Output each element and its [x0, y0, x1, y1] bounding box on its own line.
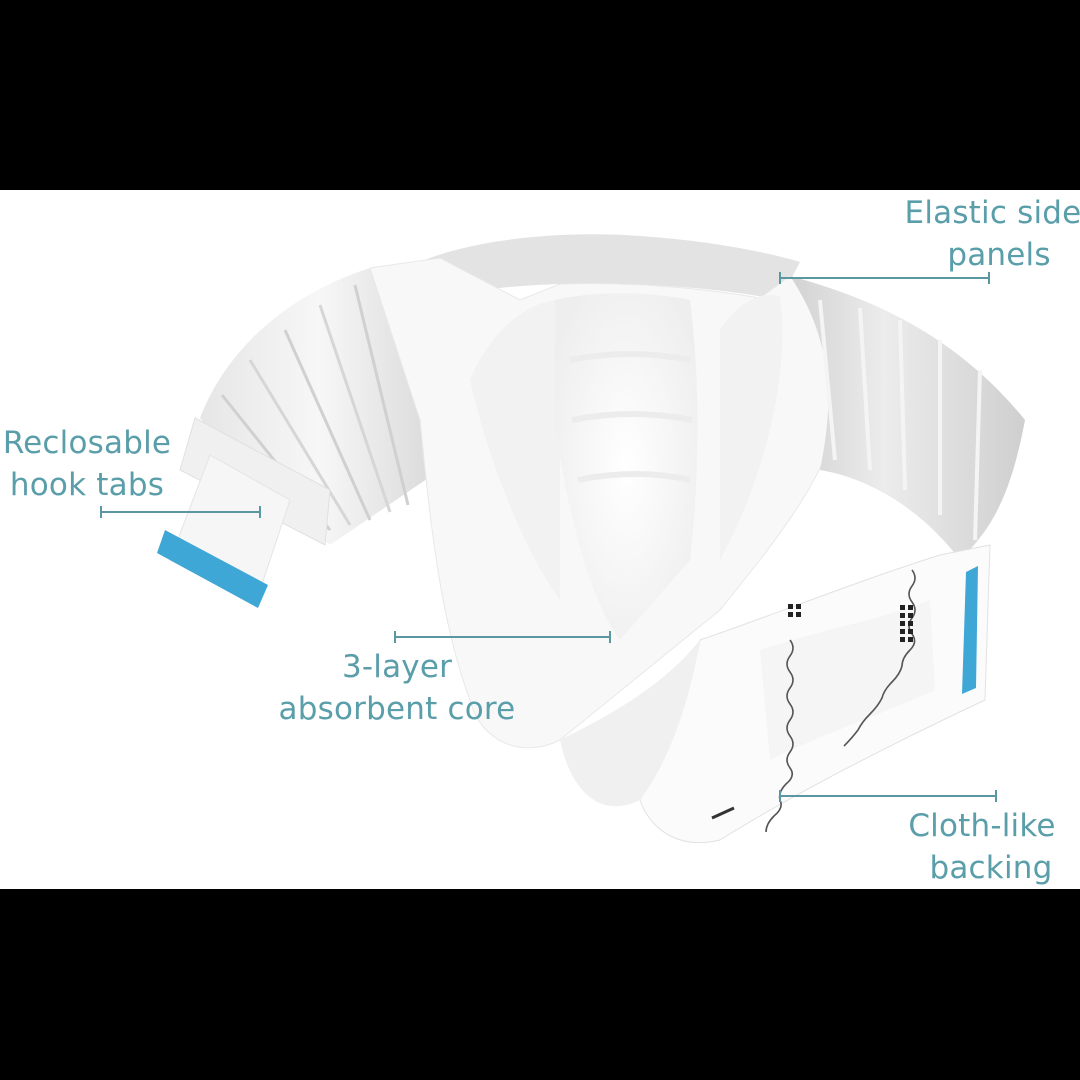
letterbox-bottom — [0, 889, 1080, 1080]
left-hook-tab — [157, 417, 331, 608]
callout-elastic-side-panels: Elastic side panels — [903, 192, 1080, 276]
callout-line: 3-layer — [341, 649, 453, 685]
callout-line: Reclosable — [2, 425, 172, 461]
leader-reclosable-hook-tabs — [100, 506, 261, 518]
callout-line: Elastic side — [904, 195, 1080, 231]
callout-line: hook tabs — [9, 467, 165, 503]
leader-cloth-like-backing — [779, 790, 997, 802]
callout-line: backing — [929, 850, 1053, 886]
callout-line: absorbent core — [278, 691, 516, 727]
leader-elastic-side-panels — [779, 272, 990, 284]
callout-cloth-like-backing: Cloth-like backing — [902, 805, 1062, 889]
letterbox-top — [0, 0, 1080, 190]
callout-absorbent-core: 3-layer absorbent core — [272, 646, 522, 730]
leader-absorbent-core — [394, 631, 611, 643]
product-figure: Elastic side panels Reclosable hook tabs… — [0, 190, 1080, 889]
right-side-panel — [790, 276, 1025, 560]
brief-illustration — [157, 234, 1025, 844]
callout-reclosable-hook-tabs: Reclosable hook tabs — [2, 422, 172, 506]
callout-line: panels — [947, 237, 1051, 273]
callout-line: Cloth-like — [908, 808, 1056, 844]
